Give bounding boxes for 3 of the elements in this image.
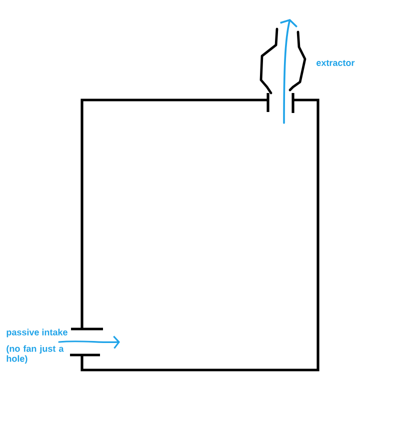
note: (no fan just a hole)	[6, 345, 64, 364]
part-label: passive intake	[6, 328, 68, 338]
part-label: extractor	[316, 60, 355, 66]
